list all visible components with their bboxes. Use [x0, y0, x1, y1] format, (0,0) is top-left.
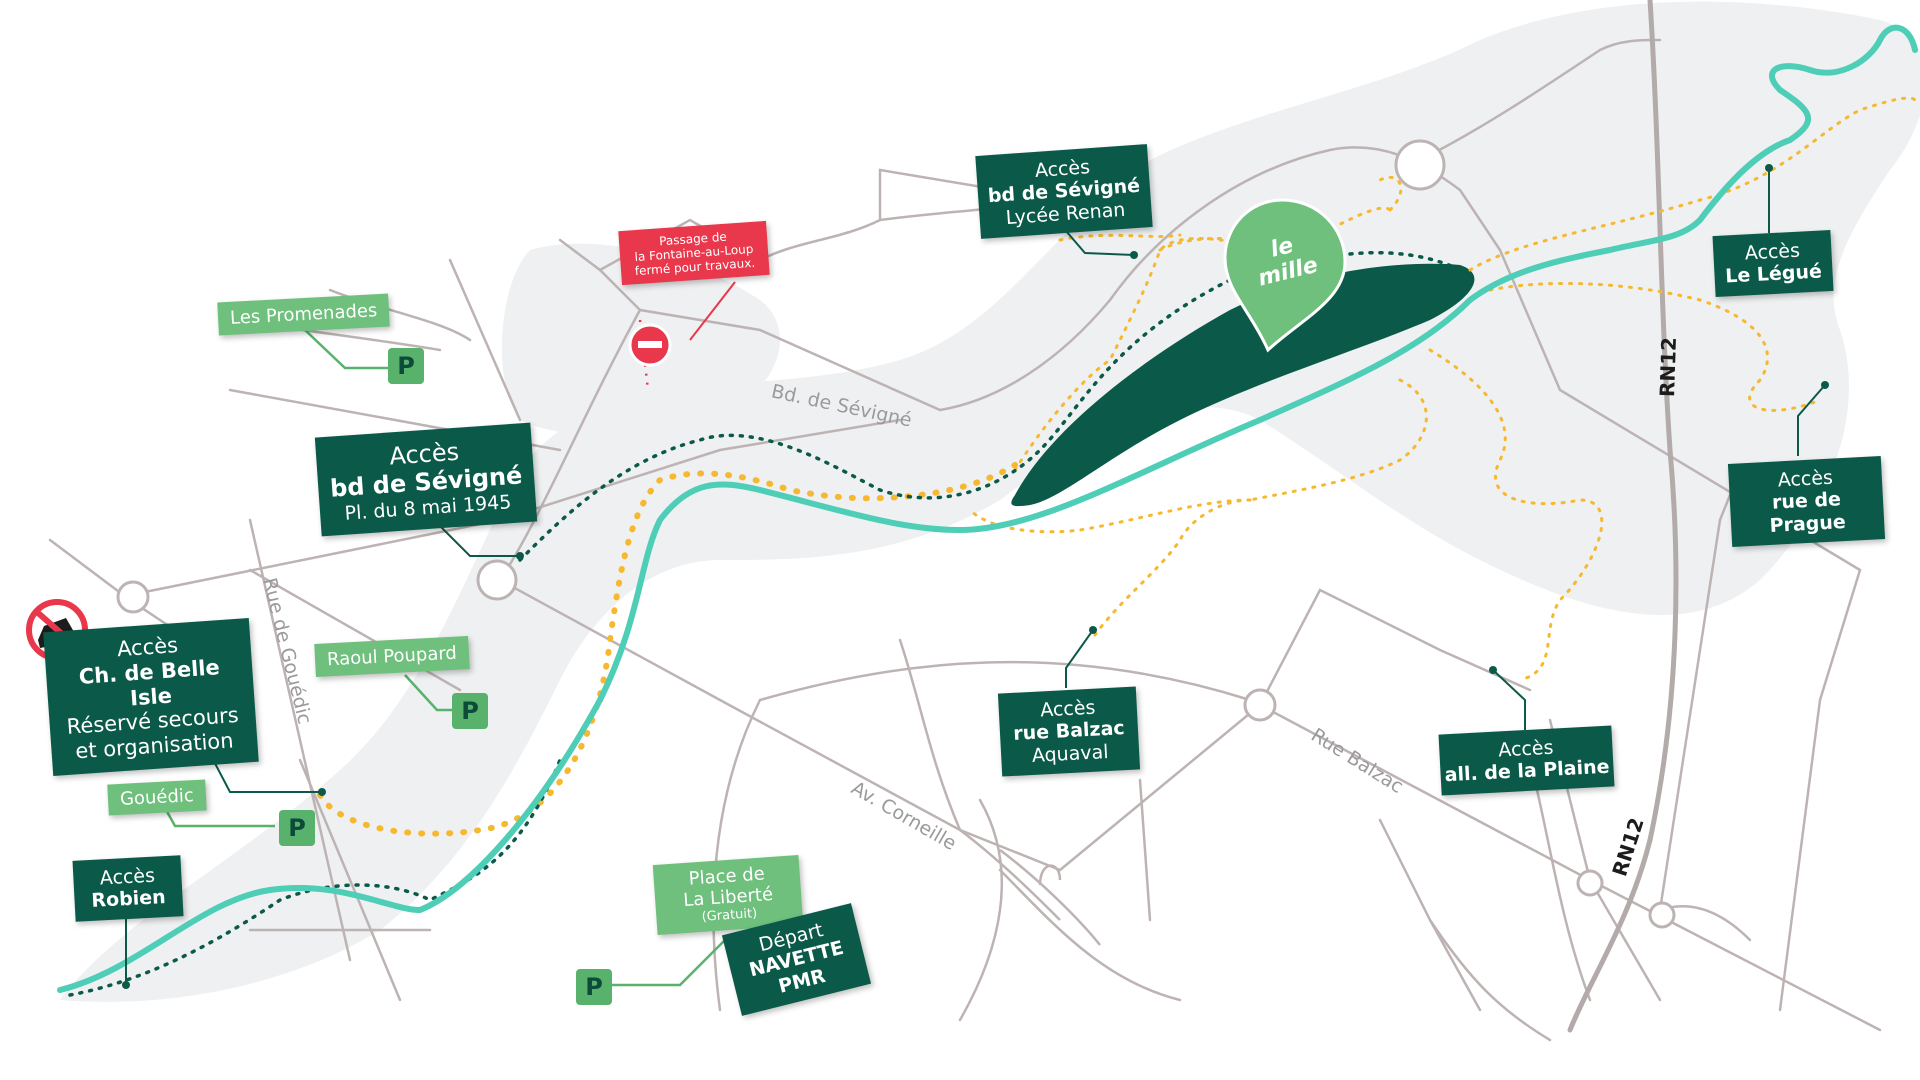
access-sign-sevigne-8mai: Accès bd de Sévigné Pl. du 8 mai 1945: [314, 422, 538, 537]
access-sign-prague: Accès rue de Prague: [1727, 456, 1886, 548]
access-sign-belle-isle: Accès Ch. de Belle Isle Réservé secours …: [43, 617, 259, 776]
event-venue-area: [1011, 263, 1475, 507]
closure-notice: Passage de la Fontaine-au-Loup fermé pou…: [618, 220, 770, 286]
access-sign-balzac: Accès rue Balzac Aquaval: [997, 686, 1141, 777]
parking-icon-poupard: P: [452, 693, 488, 729]
road-network: [48, 38, 1882, 1042]
legue-line-2: Le Légué: [1724, 260, 1823, 288]
parking-label-gouedic: Gouédic: [107, 779, 207, 816]
rn12-label-north: RN12: [1654, 336, 1682, 398]
yellow-main-path: [317, 462, 1018, 837]
robien-line-2: Robien: [90, 886, 167, 913]
access-sign-sevigne-renan: Accès bd de Sévigné Lycée Renan: [975, 144, 1153, 240]
prague-line-2: rue de Prague: [1769, 488, 1847, 537]
access-sign-legue: Accès Le Légué: [1712, 229, 1834, 297]
yellow-walking-paths: [968, 96, 1917, 682]
parking-leader-lines: [163, 329, 731, 987]
rn12-road: [1567, 0, 1679, 1033]
no-entry-icon: [628, 323, 672, 367]
green-walking-paths: [68, 250, 1462, 997]
avenue-corneille-lanes: [959, 829, 1101, 946]
sign-anchor-dots: [122, 164, 1829, 989]
valley-area: [60, 1, 1920, 1002]
parking-icon-gouedic: P: [279, 810, 315, 846]
access-sign-plaine: Accès all. de la Plaine: [1438, 725, 1615, 796]
roundabouts: [116, 139, 1676, 929]
parking-icon-liberte: P: [576, 969, 612, 1005]
parking-icon-promenades: P: [388, 348, 424, 384]
access-sign-robien: Accès Robien: [72, 855, 184, 922]
map-pin-icon: [1223, 198, 1347, 353]
river-gouet: [57, 24, 1918, 993]
closure-pin-line: [689, 281, 736, 341]
